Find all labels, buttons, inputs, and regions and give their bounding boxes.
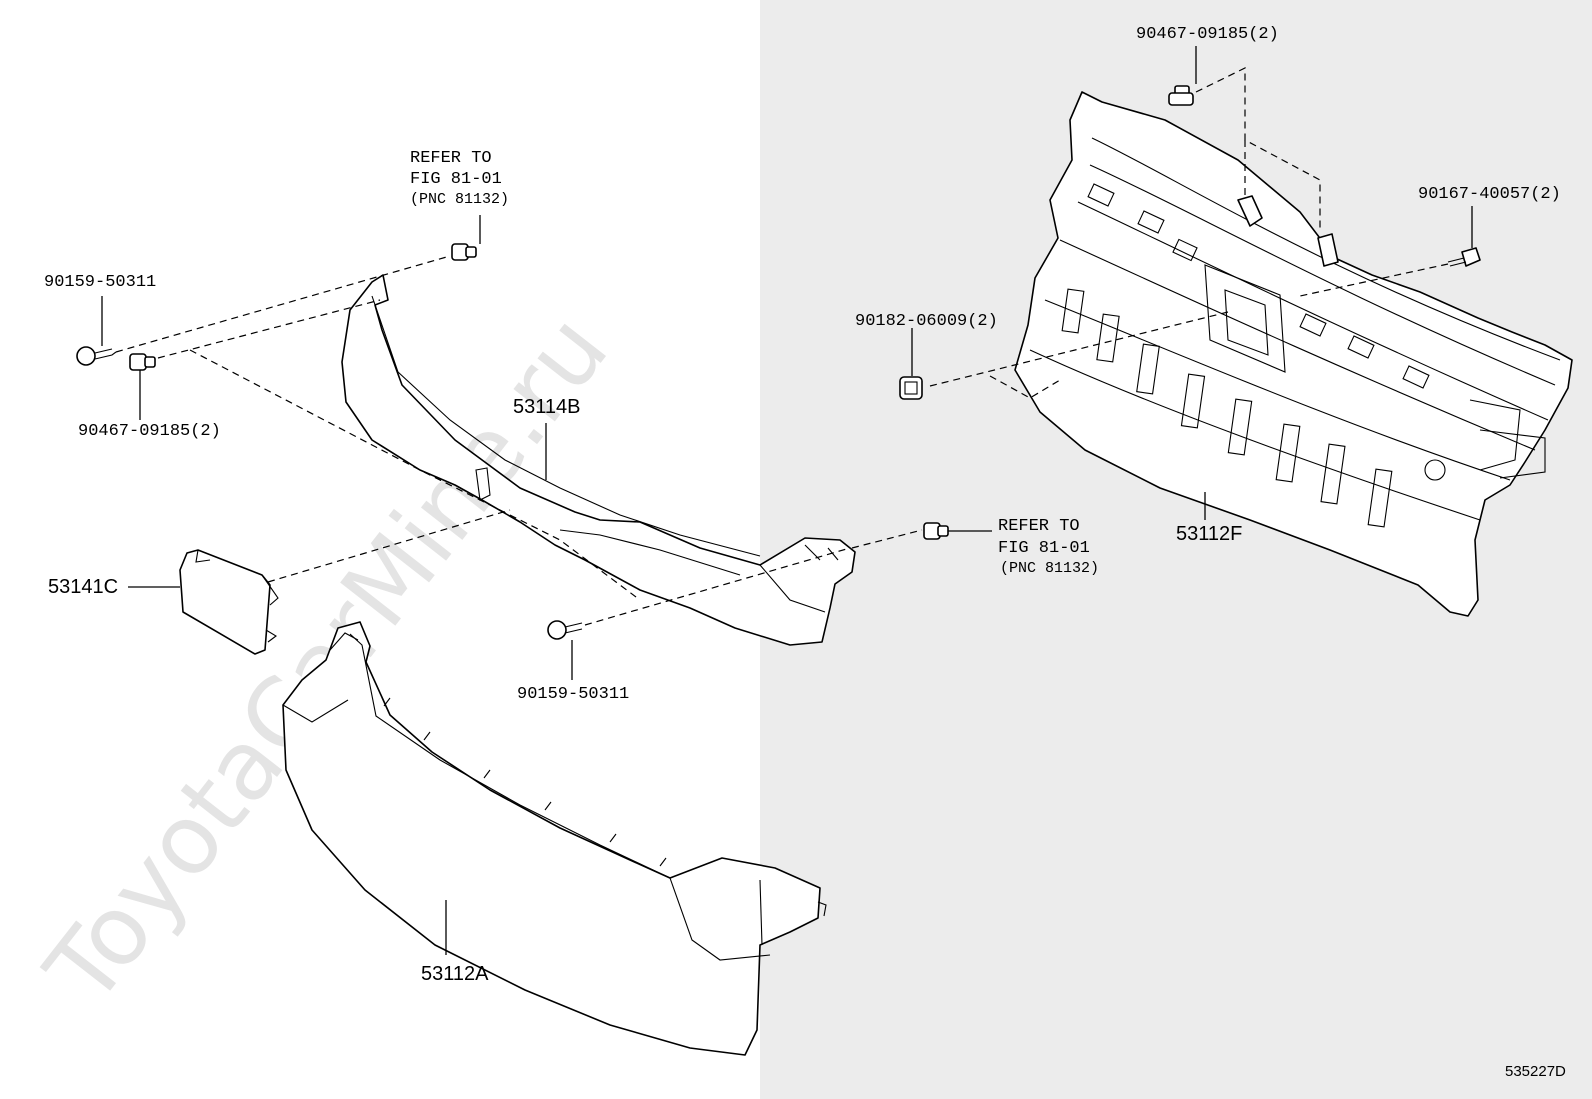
refer-top-line1: REFER TO [410, 149, 492, 168]
label-53112f: 53112F [1176, 523, 1242, 545]
screw-90467-top-icon [1168, 85, 1194, 106]
label-90159-mid: 90159-50311 [517, 685, 629, 704]
nut-90182-icon [899, 376, 923, 400]
part-53112a-drawing [282, 621, 827, 1056]
clip-right-icon [923, 522, 949, 540]
label-53112a: 53112A [421, 963, 489, 985]
refer-right-line3: (PNC 81132) [1000, 560, 1099, 577]
figure-code: 535227D [1505, 1063, 1566, 1080]
label-53114b: 53114B [513, 396, 580, 418]
clip-top-icon [451, 243, 477, 261]
clip-90467-left-icon [129, 353, 156, 371]
slot-pattern [1061, 288, 1393, 528]
label-90467-top: 90467-09185(2) [1136, 25, 1279, 44]
label-90182: 90182-06009(2) [855, 312, 998, 331]
refer-right-line1: REFER TO [998, 517, 1080, 536]
part-53141c-drawing [179, 549, 279, 655]
bolt-90159-mid-icon [547, 620, 583, 640]
part-53114b-drawing [341, 274, 856, 646]
bolt-90159-left-icon [76, 346, 117, 366]
bolt-90167-icon [1447, 247, 1481, 267]
bumper-tabs [383, 697, 667, 867]
refer-right-line2: FIG 81-01 [998, 539, 1090, 558]
label-53141c: 53141C [48, 576, 118, 598]
label-90167: 90167-40057(2) [1418, 185, 1561, 204]
refer-top-line3: (PNC 81132) [410, 191, 509, 208]
part-53112f-drawing [1014, 91, 1573, 617]
label-90159-left: 90159-50311 [44, 273, 156, 292]
refer-top-line2: FIG 81-01 [410, 170, 502, 189]
label-90467-left: 90467-09185(2) [78, 422, 221, 441]
